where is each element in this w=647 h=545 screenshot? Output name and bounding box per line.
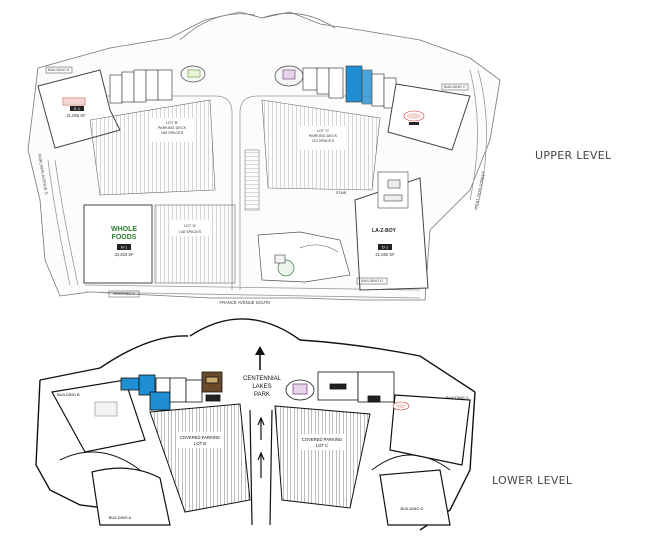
building-d-lower[interactable]: BUILDING D (379, 469, 451, 526)
lot-a-title: LOT 'A' (184, 224, 197, 228)
building-a-lower-label: BUILDING A (109, 515, 132, 520)
building-a-upper-label: BUILDING A (113, 292, 135, 296)
upper-left-retail[interactable] (109, 65, 206, 104)
park-label-2: LAKES (252, 384, 271, 390)
covered-right-label-1: COVERED PARKING (302, 437, 342, 442)
lazboy-area: 21,082 SF (375, 252, 395, 257)
lot-c-title: LOT 'C' (317, 129, 330, 133)
covered-parking-lot-b[interactable]: COVERED PARKING LOT B (149, 403, 251, 513)
street-france-avenue: FRANCE AVENUE SOUTH (220, 300, 271, 305)
north-arrow (255, 346, 265, 370)
whole-foods-area: 33,253 SF (114, 252, 134, 257)
park-label-1: CENTENNIAL (243, 376, 282, 382)
park-label: CENTENNIAL LAKES PARK (243, 376, 282, 398)
covered-left-label-1: COVERED PARKING (180, 435, 220, 440)
upper-right-small-units[interactable] (377, 171, 409, 209)
unit-e1-area: 21,055 SF (66, 113, 86, 118)
lot-b-upper[interactable]: LOT 'B' PARKING DECK 165 SPACES (89, 99, 216, 196)
lazboy-store[interactable]: LA-Z-BOY D-1 21,082 SF (354, 177, 429, 291)
building-c-upper[interactable] (387, 83, 471, 151)
building-a-lower[interactable]: BUILDING A (91, 467, 171, 526)
building-b-lower[interactable]: BUILDING B (51, 379, 146, 453)
upper-right-retail[interactable] (274, 65, 397, 109)
lot-c-subtitle: PARKING DECK (309, 134, 338, 138)
lazboy-unit: D-1 (382, 245, 389, 250)
building-d-upper-label: BUILDING D (361, 279, 383, 283)
building-e-label: BUILDING E (48, 68, 70, 72)
central-drive-lower (249, 409, 273, 526)
lower-level-label: LOWER LEVEL (492, 474, 573, 487)
whole-foods-store[interactable]: WHOLE FOODS N-1 33,253 SF (83, 204, 153, 284)
lot-b-subtitle: PARKING DECK (158, 126, 187, 130)
lot-c-upper[interactable]: LOT 'C' PARKING DECK 112 SPACES (261, 99, 381, 191)
covered-left-label-2: LOT B (194, 441, 206, 446)
covered-right-label-2: LOT C (316, 443, 328, 448)
building-d-lower-label: BUILDING D (401, 506, 424, 511)
unit-e1-label: E-1 (74, 106, 81, 111)
central-building-upper (257, 231, 351, 283)
whole-foods-unit: N-1 (121, 245, 128, 250)
lot-b-title: LOT 'B' (166, 121, 179, 125)
lower-left-retail[interactable] (120, 371, 223, 411)
upper-level-label: UPPER LEVEL (535, 149, 612, 162)
whole-foods-logo-1: WHOLE (111, 226, 137, 233)
covered-parking-lot-c[interactable]: COVERED PARKING LOT C (274, 405, 371, 509)
lot-c-spaces: 112 SPACES (312, 139, 335, 143)
building-c-upper-label: BUILDING C (444, 85, 466, 89)
lazboy-logo: LA-Z-BOY (372, 228, 397, 234)
building-c-lower-label: BUILDING C (446, 395, 469, 400)
building-b-label: BUILDING B (57, 392, 80, 397)
park-label-3: PARK (254, 392, 270, 398)
lot-b-spaces: 165 SPACES (161, 131, 184, 135)
stair-label: STAIR (336, 191, 347, 195)
lot-a-spaces: 148 SPACES (179, 230, 202, 234)
lot-a-upper[interactable]: LOT 'A' 148 SPACES (154, 149, 260, 284)
building-c-lower[interactable]: BUILDING C (389, 394, 471, 466)
whole-foods-logo-2: FOODS (112, 234, 137, 241)
lower-right-retail[interactable] (285, 371, 395, 403)
